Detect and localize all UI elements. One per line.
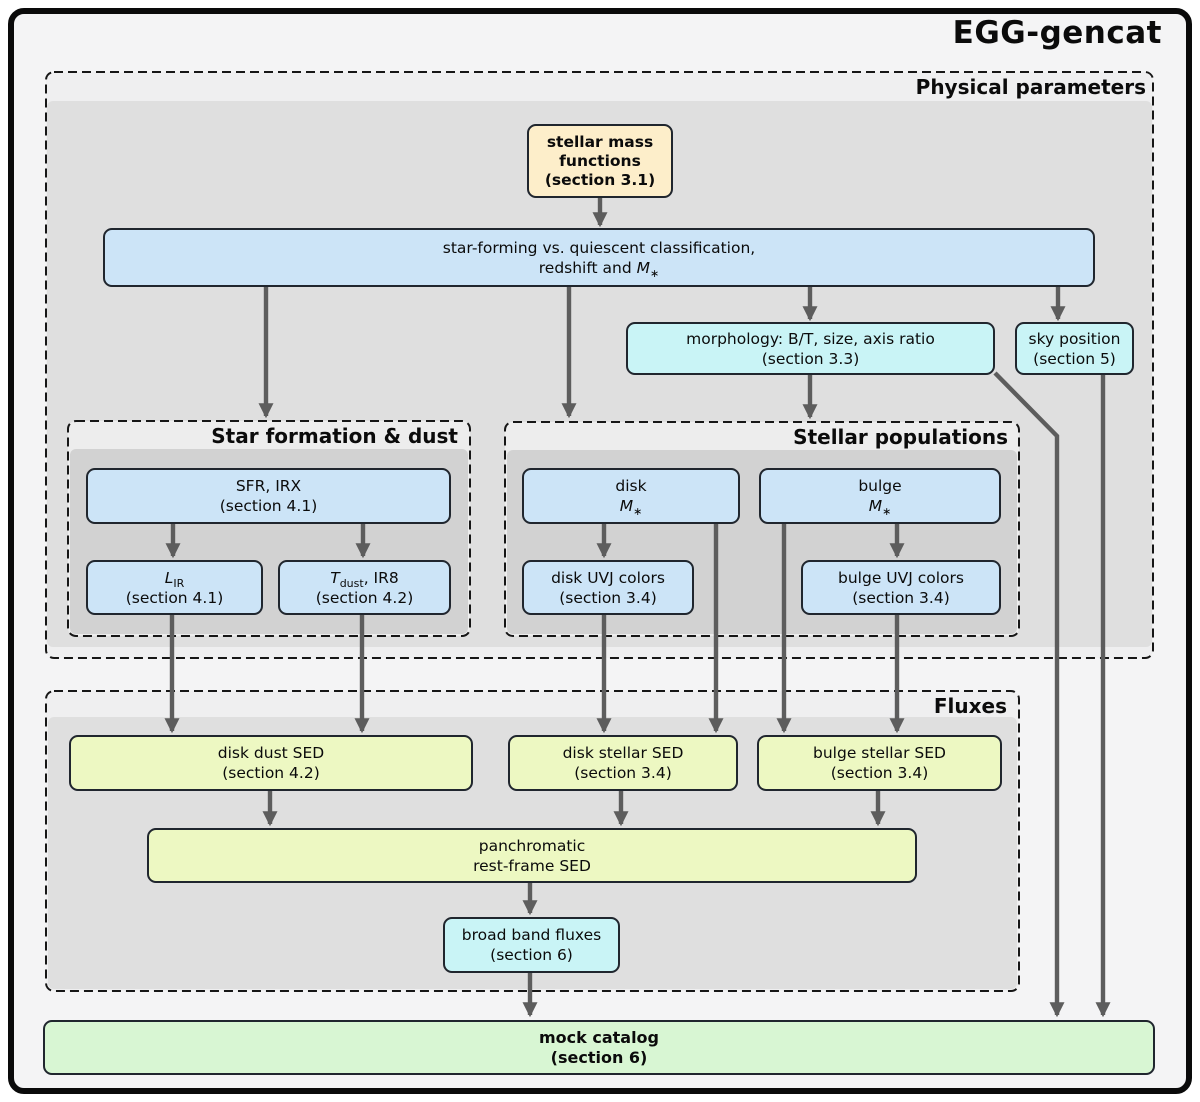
node-star-forming-vs-quiescent: star-forming vs. quiescent classificatio… (103, 228, 1095, 287)
node-text: (section 3.4) (574, 764, 672, 782)
node-text: (section 3.3) (761, 349, 860, 368)
node-text: mock catalog (538, 1027, 659, 1047)
node-text: (section 4.2) (315, 588, 414, 607)
node-text: panchromatic (478, 836, 586, 855)
node-tdust-ir8: Tdust, IR8 (section 4.2) (278, 560, 451, 615)
node-lir: LIR (section 4.1) (86, 560, 263, 615)
node-text: redshift and (538, 258, 637, 277)
node-text: (section 6) (550, 1047, 648, 1067)
node-text: disk stellar SED (562, 744, 684, 762)
section-label-star-formation-dust: Star formation & dust (211, 424, 458, 448)
section-label-stellar-populations: Stellar populations (793, 425, 1008, 449)
node-text: bulge stellar SED (813, 744, 946, 762)
flow-arrow-morphology-to-catalog (993, 371, 1065, 1018)
math-subscript: ∗ (882, 505, 892, 519)
node-text: (section 3.4) (830, 764, 929, 782)
node-broad-band-fluxes: broad band fluxes (section 6) (443, 917, 620, 973)
node-sky-position: sky position (section 5) (1015, 322, 1134, 375)
node-text: sky position (1028, 329, 1121, 348)
math-subscript: dust (339, 576, 364, 590)
node-text: (section 4.2) (222, 764, 320, 782)
diagram-title: EGG-gencat (952, 15, 1162, 51)
section-label-physical-parameters: Physical parameters (915, 75, 1146, 99)
star-formation-dust-dashed-border (67, 420, 471, 637)
node-disk-stellar-sed: disk stellar SED (section 3.4) (508, 735, 738, 791)
node-text: stellar mass (546, 132, 654, 151)
node-text: (section 6) (490, 946, 573, 964)
node-text: disk UVJ colors (551, 568, 665, 587)
node-text: (section 3.4) (852, 588, 950, 607)
node-text: star-forming vs. quiescent classificatio… (442, 238, 756, 257)
node-text: SFR, IRX (235, 477, 302, 495)
math-symbol: T (330, 568, 340, 587)
node-stellar-mass-functions: stellar mass functions (section 3.1) (527, 124, 673, 198)
fluxes-dashed-border (45, 690, 1020, 992)
math-symbol: L (164, 568, 174, 587)
node-text: broad band fluxes (461, 926, 602, 944)
node-text: (section 4.1) (125, 588, 224, 607)
node-disk-mass: disk M∗ (522, 468, 740, 524)
node-morphology: morphology: B/T, size, axis ratio (secti… (626, 322, 995, 375)
node-text: bulge UVJ colors (838, 568, 964, 587)
node-text: (section 5) (1033, 349, 1116, 368)
node-text: bulge (858, 477, 902, 495)
node-text: M∗ (619, 496, 643, 519)
node-text: Tdust, IR8 (330, 568, 399, 590)
node-text: M∗ (868, 496, 892, 519)
node-mock-catalog: mock catalog (section 6) (43, 1020, 1155, 1075)
node-text: disk dust SED (217, 744, 325, 762)
node-text: morphology: B/T, size, axis ratio (686, 329, 935, 348)
physical-parameters-dashed-border (45, 71, 1154, 659)
node-text: , IR8 (363, 568, 399, 587)
node-text: (section 4.1) (219, 497, 318, 515)
node-bulge-stellar-sed: bulge stellar SED (section 3.4) (757, 735, 1002, 791)
stellar-populations-dashed-border (504, 421, 1020, 637)
node-bulge-mass: bulge M∗ (759, 468, 1001, 524)
node-bulge-uvj-colors: bulge UVJ colors (section 3.4) (801, 560, 1001, 615)
node-text: redshift and M∗ (538, 258, 660, 280)
node-text: functions (559, 151, 641, 170)
math-symbol: M (619, 497, 634, 515)
node-disk-dust-sed: disk dust SED (section 4.2) (69, 735, 473, 791)
node-text: rest-frame SED (473, 856, 591, 875)
node-text: (section 3.1) (544, 170, 656, 189)
section-label-fluxes: Fluxes (933, 694, 1007, 718)
math-symbol: M (868, 497, 883, 515)
math-subscript: IR (173, 576, 185, 590)
node-panchromatic-rest-frame-sed: panchromatic rest-frame SED (147, 828, 917, 883)
node-sfr-irx: SFR, IRX (section 4.1) (86, 468, 451, 524)
node-text: disk (615, 477, 647, 495)
math-subscript: ∗ (650, 266, 660, 280)
node-disk-uvj-colors: disk UVJ colors (section 3.4) (522, 560, 694, 615)
node-text: LIR (164, 568, 185, 590)
math-subscript: ∗ (633, 505, 643, 519)
math-symbol: M (636, 258, 651, 277)
node-text: (section 3.4) (559, 588, 657, 607)
